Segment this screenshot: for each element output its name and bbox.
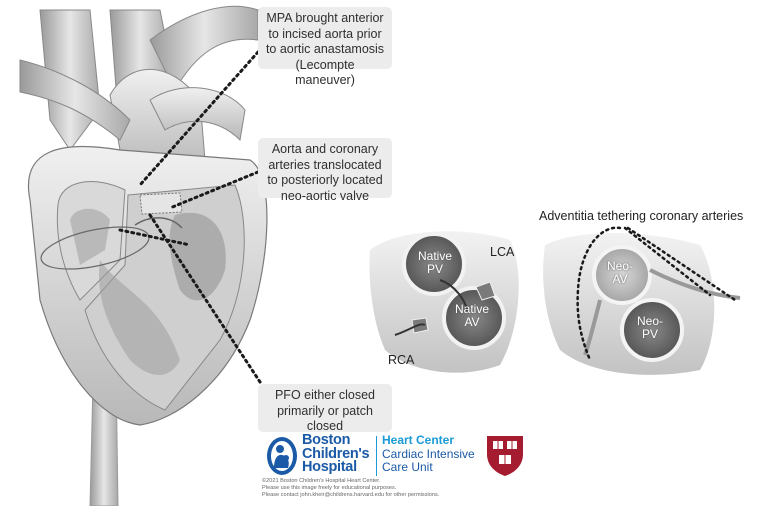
valve-label-line: AV	[464, 315, 480, 329]
valve-label-line: Neo-	[636, 314, 663, 328]
callout-line: PFO either closed	[274, 388, 376, 402]
heart-center-label: Heart Center	[382, 433, 455, 447]
usage-line: Please use this image freely for educati…	[262, 485, 397, 491]
boston-childrens-emblem-icon	[267, 437, 297, 475]
cicu-label-line: Care Unit	[382, 460, 433, 474]
neo-valve-inset	[543, 232, 741, 375]
contact-line: Please contact john.kheir@childrens.harv…	[262, 492, 440, 498]
callout-line: to incised aorta prior	[268, 26, 382, 41]
hospital-name-line: Hospital	[302, 459, 357, 475]
heart-body	[27, 145, 268, 426]
neo-av-label: Neo- AV	[598, 260, 642, 286]
callout-line: neo-aortic valve	[280, 188, 370, 203]
native-av-label: Native AV	[447, 303, 497, 329]
leader-lines	[118, 50, 264, 387]
callout-line: to aortic anastamosis	[265, 42, 385, 56]
callout-line: primarily or patch	[277, 403, 373, 418]
native-pv-label: Native PV	[410, 250, 460, 276]
valve-label-line: PV	[426, 262, 443, 276]
callout-line: Aorta and coronary	[271, 142, 379, 156]
harvard-shield-icon	[487, 436, 523, 476]
callout-aorta-translocation: Aorta and coronary arteries translocated…	[258, 138, 392, 203]
native-valve-inset	[369, 231, 519, 373]
copyright-line: ©2021 Boston Children's Hospital Heart C…	[262, 478, 381, 484]
hospital-name-line: Boston	[302, 432, 351, 448]
logo-divider	[376, 436, 377, 476]
callout-line: MPA brought anterior	[266, 11, 384, 25]
adventitia-leader-lines	[576, 226, 737, 362]
valve-label-line: Neo-	[606, 259, 633, 273]
callout-line: (Lecompte maneuver)	[295, 57, 355, 88]
hospital-logo: Boston Children's Hospital Heart Center …	[266, 432, 526, 480]
rca-label: RCA	[388, 353, 415, 367]
valve-label-line: Native	[417, 249, 452, 263]
callout-line: closed	[306, 419, 344, 433]
valve-label-line: AV	[612, 272, 628, 286]
great-vessels	[19, 5, 259, 506]
valve-label-line: Native	[454, 302, 489, 316]
valve-label-line: PV	[641, 327, 658, 341]
hospital-name-line: Children's	[302, 445, 370, 462]
callout-pfo-closure: PFO either closed primarily or patch clo…	[258, 384, 392, 433]
lca-label: LCA	[490, 245, 515, 259]
cicu-label-line: Cardiac Intensive	[382, 447, 475, 461]
callout-line: to posteriorly located	[267, 173, 383, 187]
adventitia-label: Adventitia tethering coronary arteries	[539, 209, 744, 223]
callout-line: arteries translocated	[268, 157, 382, 172]
callout-lecompte-maneuver: MPA brought anterior to incised aorta pr…	[258, 7, 392, 87]
neo-pv-label: Neo- PV	[628, 315, 672, 341]
cicu-label: Cardiac Intensive Care Unit	[382, 448, 475, 474]
hospital-name: Boston Children's Hospital	[302, 432, 370, 475]
